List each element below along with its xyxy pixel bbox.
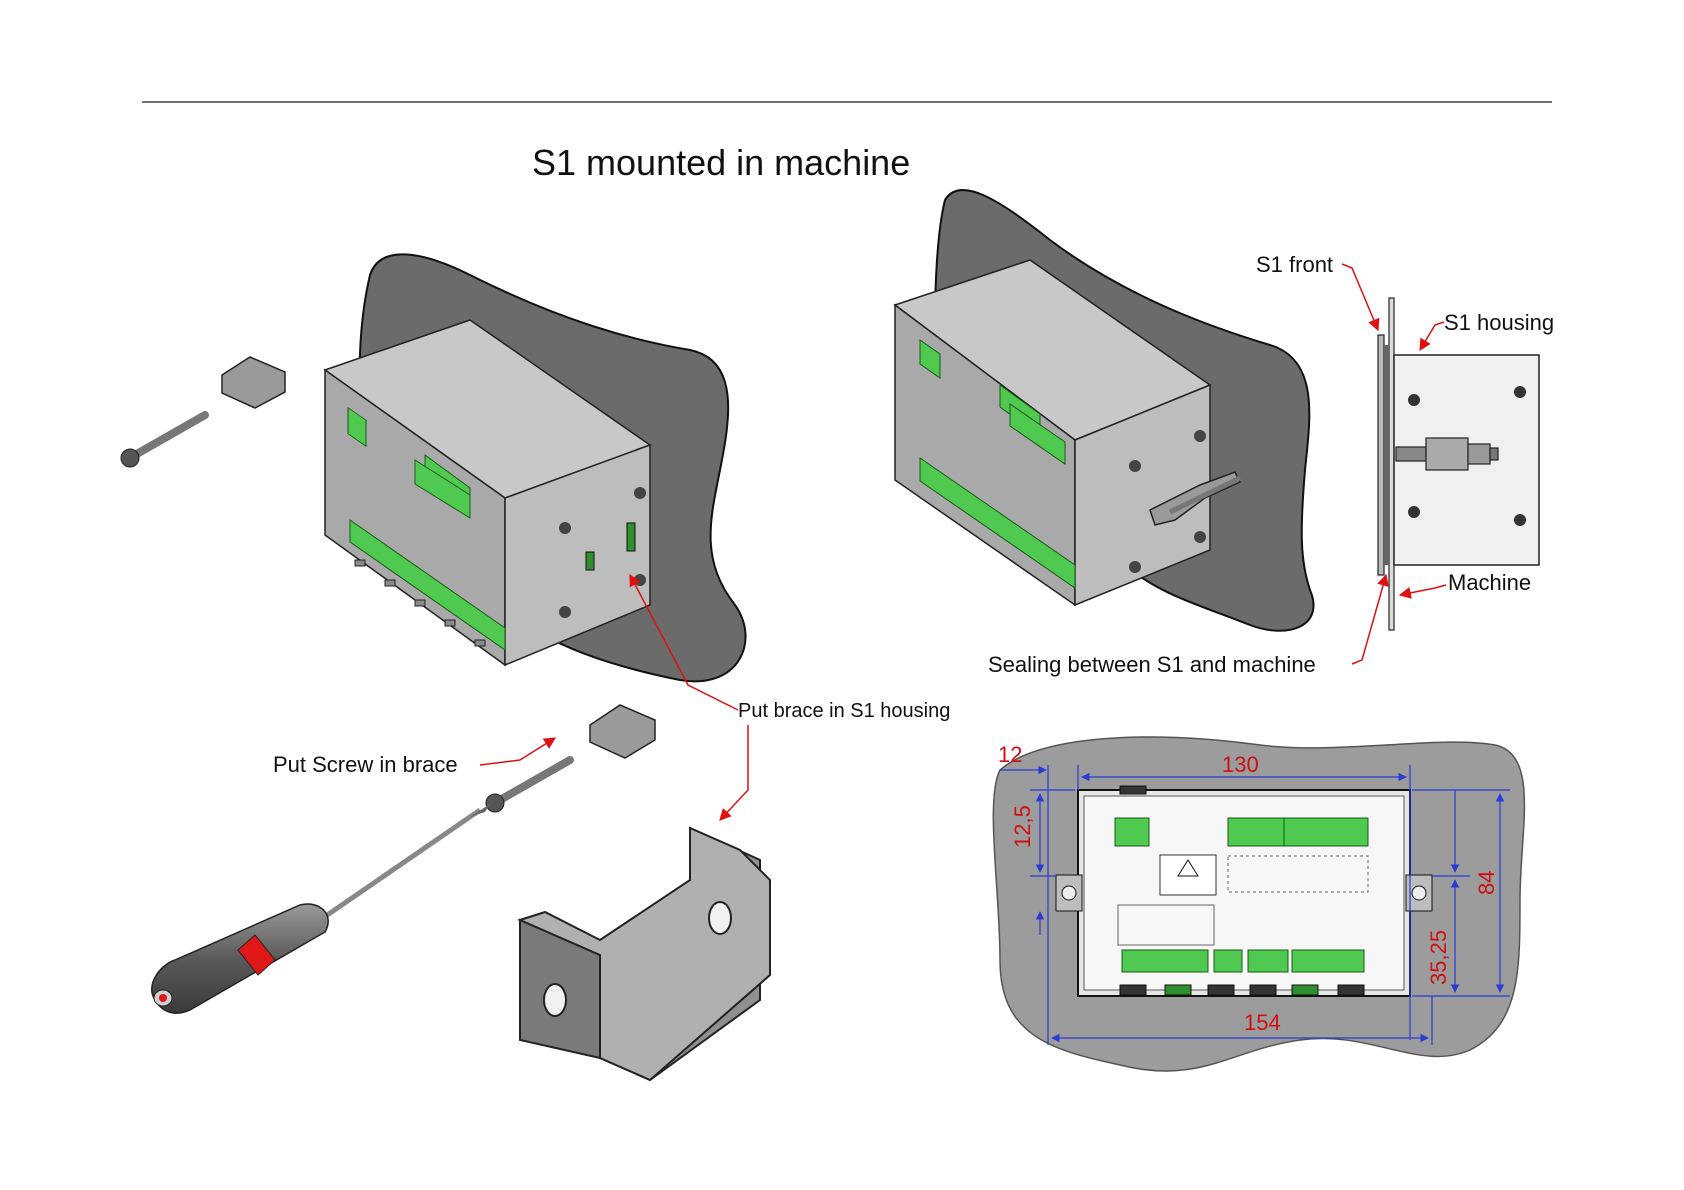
screw-head xyxy=(1514,386,1526,398)
dim-84: 84 xyxy=(1474,871,1499,895)
screw-lower xyxy=(500,760,570,800)
page-title: S1 mounted in machine xyxy=(532,142,910,183)
label-s1-front: S1 front xyxy=(1256,252,1333,277)
screw-upper xyxy=(135,415,205,455)
screw-upper-head xyxy=(121,449,139,467)
screw-head xyxy=(634,574,646,586)
leader-s1-housing xyxy=(1420,322,1444,350)
right-top-assembly xyxy=(895,190,1314,631)
screw-head xyxy=(559,522,571,534)
brace-small-lower xyxy=(590,705,655,758)
dim-12: 12 xyxy=(998,742,1022,767)
screw-head xyxy=(1062,886,1076,900)
connector-green xyxy=(1284,818,1368,846)
leader-put-screw xyxy=(480,738,555,765)
screw-head xyxy=(559,606,571,618)
cutout-view: 12 130 12,5 84 35,25 154 xyxy=(993,737,1524,1071)
dim-35-25: 35,25 xyxy=(1426,930,1451,985)
dim-154: 154 xyxy=(1244,1010,1281,1035)
brace-large xyxy=(520,828,770,1080)
left-assembly: Put Screw in brace Put brace in S1 housi… xyxy=(121,254,950,1080)
connector-green xyxy=(1292,950,1364,972)
dim-12-5: 12,5 xyxy=(1010,805,1035,848)
brace-slot xyxy=(627,523,635,551)
screw-head xyxy=(1408,394,1420,406)
s1-front-plate xyxy=(1378,335,1384,575)
connector-green xyxy=(1122,950,1208,972)
label-panel xyxy=(1160,855,1216,895)
screwdriver xyxy=(152,804,490,1013)
screw-head xyxy=(634,487,646,499)
screw-head xyxy=(1408,506,1420,518)
screw-lower-head xyxy=(486,794,504,812)
label-put-brace: Put brace in S1 housing xyxy=(738,700,950,722)
label-machine: Machine xyxy=(1448,570,1531,595)
screw-head xyxy=(1129,460,1141,472)
label-put-screw: Put Screw in brace xyxy=(273,752,458,777)
sealing-strip xyxy=(1384,345,1389,565)
label-sealing: Sealing between S1 and machine xyxy=(988,652,1316,677)
connector-green xyxy=(1248,950,1288,972)
screw-head xyxy=(1412,886,1426,900)
screw-head xyxy=(1194,430,1206,442)
label-s1-housing: S1 housing xyxy=(1444,310,1554,335)
dim-130: 130 xyxy=(1222,752,1259,777)
leader-machine xyxy=(1400,585,1446,595)
connector-green xyxy=(1228,818,1284,846)
brace-slot xyxy=(586,552,594,570)
screw-head xyxy=(1129,561,1141,573)
brace-small-upper xyxy=(222,357,285,408)
connector-green xyxy=(1214,950,1242,972)
screw-head xyxy=(1194,531,1206,543)
leader-s1-front xyxy=(1342,264,1378,330)
screw-head xyxy=(1514,514,1526,526)
leader-put-brace-down xyxy=(720,725,748,820)
connector-green xyxy=(1115,818,1149,846)
leader-sealing xyxy=(1352,575,1386,664)
